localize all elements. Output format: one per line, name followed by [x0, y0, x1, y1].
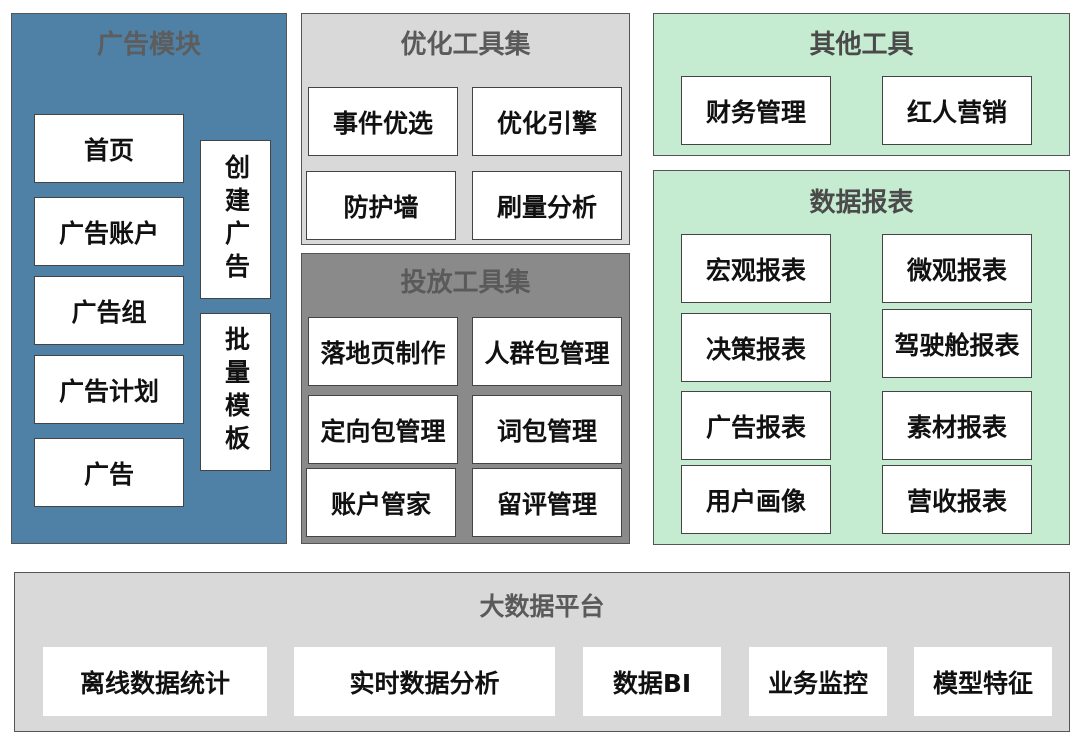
ad-module-item-ad-account[interactable]: 广告账户: [34, 197, 184, 266]
opt-tool-event-selection[interactable]: 事件优选: [308, 87, 458, 156]
ad-module-title: 广告模块: [96, 30, 201, 60]
report-user-profile[interactable]: 用户画像: [681, 465, 831, 534]
big-data-platform-panel: 大数据平台 离线数据统计 实时数据分析 数据BI 业务监控 模型特征: [14, 572, 1070, 732]
report-cockpit[interactable]: 驾驶舱报表: [882, 309, 1032, 378]
other-tools-panel: 其他工具 财务管理 红人营销: [653, 13, 1070, 156]
delivery-tool-landing-page[interactable]: 落地页制作: [308, 317, 458, 386]
report-macro[interactable]: 宏观报表: [681, 234, 831, 303]
report-micro[interactable]: 微观报表: [882, 234, 1032, 303]
report-material[interactable]: 素材报表: [882, 391, 1032, 460]
big-data-platform-title: 大数据平台: [479, 592, 605, 621]
ad-module-panel: 广告模块 首页 广告账户 广告组 广告计划 广告 创建广告 批量模板: [11, 13, 287, 544]
delivery-tool-comment-manager[interactable]: 留评管理: [472, 468, 622, 537]
delivery-tools-panel: 投放工具集 落地页制作 人群包管理 定向包管理 词包管理 账户管家 留评管理: [301, 253, 630, 544]
opt-tool-fraud-analysis[interactable]: 刷量分析: [472, 171, 622, 240]
create-ad-button[interactable]: 创建广告: [200, 140, 271, 299]
other-tool-influencer-marketing[interactable]: 红人营销: [882, 76, 1032, 145]
ad-module-item-ad-plan[interactable]: 广告计划: [34, 355, 184, 424]
delivery-tools-title: 投放工具集: [400, 268, 531, 298]
data-reports-panel: 数据报表 宏观报表 微观报表 决策报表 驾驶舱报表 广告报表 素材报表 用户画像…: [653, 170, 1070, 545]
other-tool-finance[interactable]: 财务管理: [681, 76, 831, 145]
ad-module-item-ad[interactable]: 广告: [34, 438, 184, 507]
report-revenue[interactable]: 营收报表: [882, 465, 1032, 534]
delivery-tool-targeting-package[interactable]: 定向包管理: [308, 395, 458, 464]
big-data-realtime-analysis[interactable]: 实时数据分析: [293, 646, 556, 717]
ad-module-item-home[interactable]: 首页: [34, 114, 184, 183]
optimization-tools-title: 优化工具集: [400, 30, 531, 60]
delivery-tool-account-manager[interactable]: 账户管家: [306, 468, 456, 537]
big-data-offline-stats[interactable]: 离线数据统计: [42, 646, 268, 717]
opt-tool-optimization-engine[interactable]: 优化引擎: [472, 87, 622, 156]
delivery-tool-keyword-package[interactable]: 词包管理: [472, 395, 622, 464]
delivery-tool-audience-package[interactable]: 人群包管理: [472, 317, 622, 386]
other-tools-title: 其他工具: [809, 30, 914, 60]
batch-template-button[interactable]: 批量模板: [200, 313, 271, 471]
big-data-business-monitoring[interactable]: 业务监控: [748, 646, 888, 717]
data-reports-title: 数据报表: [809, 188, 914, 218]
ad-module-item-ad-group[interactable]: 广告组: [34, 276, 184, 345]
big-data-bi[interactable]: 数据BI: [582, 646, 722, 717]
big-data-model-features[interactable]: 模型特征: [913, 646, 1053, 717]
report-decision[interactable]: 决策报表: [681, 313, 831, 382]
optimization-tools-panel: 优化工具集 事件优选 优化引擎 防护墙 刷量分析: [301, 13, 630, 245]
report-ad[interactable]: 广告报表: [681, 391, 831, 460]
opt-tool-firewall[interactable]: 防护墙: [306, 171, 456, 240]
